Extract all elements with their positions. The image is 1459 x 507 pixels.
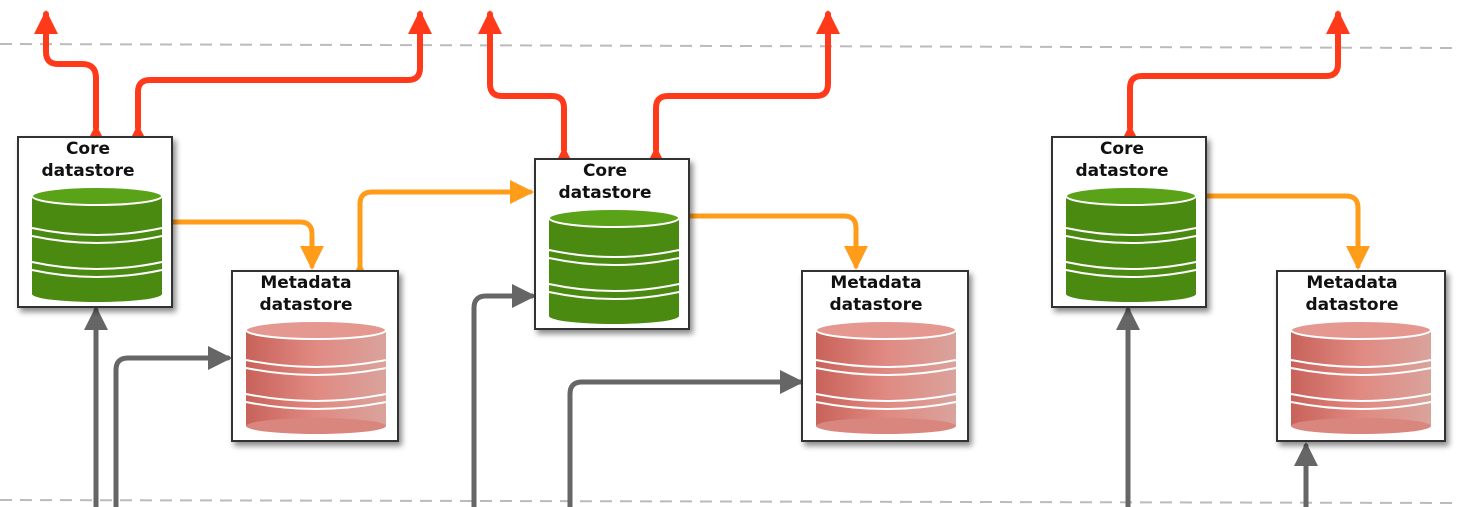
metadata-label-line1: Metadata	[1306, 273, 1397, 293]
red-arrow-4	[644, 10, 840, 170]
core-label-line1: Core	[583, 161, 627, 181]
gray-arrow-2	[113, 346, 232, 507]
core-label-line1: Core	[1100, 139, 1144, 159]
gray-arrow-4	[567, 370, 804, 507]
metadata-datastore-1: Metadata datastore	[231, 270, 399, 442]
gray-arrow-3	[471, 284, 536, 507]
core-label-line2: datastore	[1075, 161, 1168, 181]
database-icon	[31, 186, 163, 302]
orange-arrow-3	[668, 204, 868, 270]
core-datastore-1: Core datastore	[17, 136, 173, 308]
red-arrow-1	[34, 10, 108, 148]
orange-arrow-4	[1182, 184, 1370, 270]
divider-bottom	[0, 499, 1459, 504]
core-label-line1: Core	[66, 139, 110, 159]
metadata-label-line2: datastore	[1305, 295, 1398, 315]
red-arrow-5	[1118, 10, 1350, 148]
metadata-label-line1: Metadata	[830, 273, 921, 293]
divider-top	[0, 43, 1459, 49]
database-icon	[245, 320, 387, 434]
core-datastore-3: Core datastore	[1051, 136, 1207, 308]
metadata-datastore-2: Metadata datastore	[801, 270, 969, 442]
metadata-label-line2: datastore	[259, 295, 352, 315]
feed-connections	[84, 284, 1318, 507]
core-label-line2: datastore	[41, 161, 134, 181]
database-icon	[1065, 186, 1197, 302]
core-datastore-2: Core datastore	[534, 158, 690, 330]
database-icon	[815, 320, 957, 434]
metadata-label-line1: Metadata	[260, 273, 351, 293]
orange-arrow-1	[152, 210, 324, 270]
orange-arrow-2	[348, 180, 534, 286]
database-icon	[548, 208, 680, 324]
client-connections	[34, 10, 1350, 170]
sync-connections	[152, 180, 1370, 286]
metadata-datastore-3: Metadata datastore	[1276, 270, 1446, 442]
red-arrow-2	[126, 10, 432, 148]
database-icon	[1290, 320, 1432, 434]
core-label-line2: datastore	[558, 183, 651, 203]
metadata-label-line2: datastore	[829, 295, 922, 315]
red-arrow-3	[478, 10, 576, 170]
